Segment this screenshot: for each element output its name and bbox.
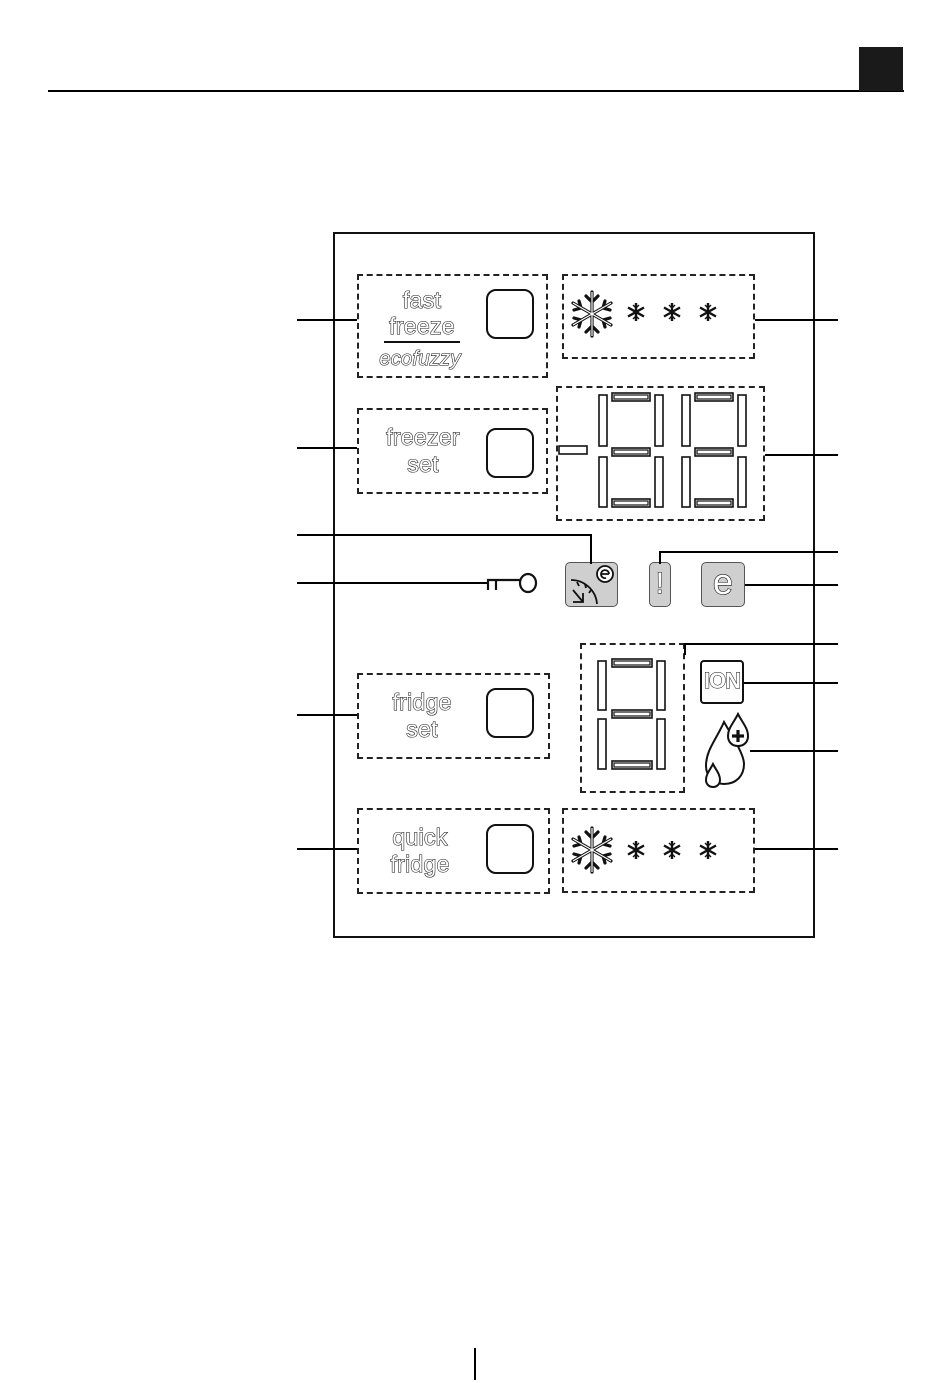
fridge-set-label-2: set [362,716,482,742]
quick-fridge-label-1: quick [360,824,480,850]
fast-freeze-button[interactable] [486,289,534,339]
leader-line-fridge-display [685,643,838,645]
leader-line-freezer-snowflakes [755,319,838,321]
leader-line-quick-fridge [297,848,357,850]
key-icon [485,572,539,594]
freezer-seven-segment-display [556,386,765,521]
water-drop-plus-icon [700,712,758,792]
snowflake-small-icon-3 [698,302,718,322]
freezer-set-button[interactable] [486,428,534,478]
snowflake-small-icon-4 [626,840,646,860]
leader-line-eco-fuzzy-drop [590,534,592,564]
snowflake-small-icon-5 [662,840,682,860]
fast-freeze-label-2: freeze [362,313,482,339]
quick-fridge-button[interactable] [486,824,534,874]
page-center-mark [474,1348,476,1380]
quick-fridge-label-2: fridge [360,851,480,877]
snowflake-small-icon-6 [698,840,718,860]
fast-freeze-underline [384,341,460,343]
freezer-set-label-1: freezer [362,424,484,450]
corner-block [859,47,903,91]
snowflake-small-icon-1 [626,302,646,322]
leader-line-alarm [660,551,838,553]
fridge-set-button[interactable] [486,688,534,738]
leader-line-fridge-set [297,714,357,716]
eco-fuzzy-gauge-icon [565,562,618,607]
leader-line-fast-freeze [297,319,357,321]
eco-icon: e [701,562,745,602]
leader-line-freezer-set [297,447,357,449]
header-rule [48,90,904,92]
leader-line-ion [744,682,838,684]
leader-line-eco-fuzzy [297,534,591,536]
leader-line-alarm-drop [659,551,661,564]
leader-line-water-drop [750,750,838,752]
leader-line-freezer-display [765,454,838,456]
alarm-icon: ! [649,568,671,600]
snowflake-icon [567,289,617,339]
ion-icon: ION [700,668,744,694]
fridge-set-label-1: fridge [362,689,482,715]
leader-line-key [297,582,487,584]
snowflake-icon [567,825,617,875]
fast-freeze-label-3: ecofuzzy [358,346,482,372]
fast-freeze-label-1: fast [362,287,482,313]
fridge-seven-segment-display [580,643,685,793]
leader-line-fridge-display-drop [684,643,686,655]
freezer-set-label-2: set [362,451,484,477]
snowflake-small-icon-2 [662,302,682,322]
leader-line-eco [745,584,838,586]
leader-line-fridge-snowflakes [755,848,838,850]
